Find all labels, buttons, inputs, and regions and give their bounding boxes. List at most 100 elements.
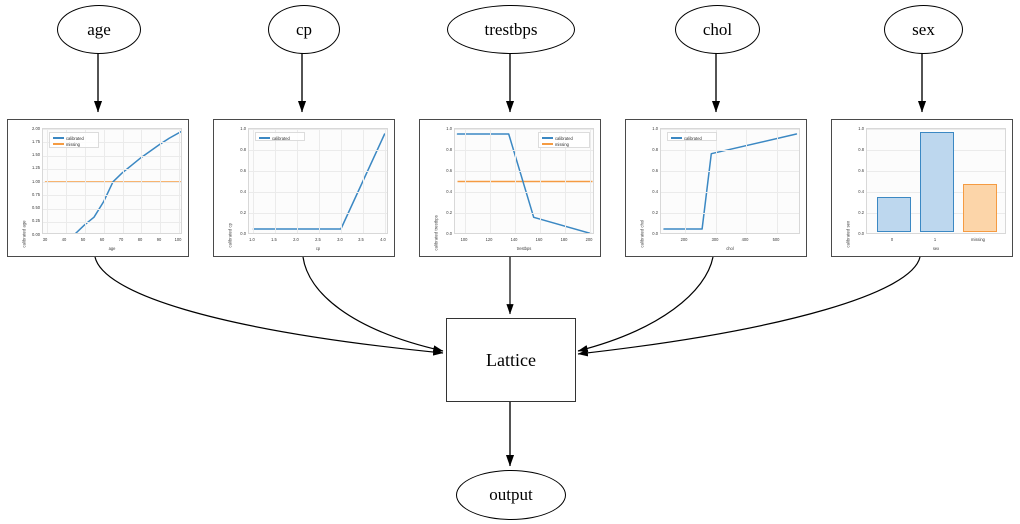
input-node-cp[interactable]: cp [268, 5, 340, 54]
chol-legend: calibrated [667, 132, 717, 141]
sex-x-axis-label: sex [932, 246, 940, 251]
trestbps-ytick-3: 0.6 [446, 167, 452, 173]
chol-xtick-1: 300 [711, 237, 719, 242]
bar-sex-0 [877, 196, 911, 232]
cp-ytick-4: 0.8 [240, 146, 246, 152]
age-ytick-8: 2.00 [32, 125, 40, 131]
age-ytick-7: 1.75 [32, 138, 40, 144]
chol-xtick-3: 500 [772, 237, 780, 242]
trestbps-xtick-0: 100 [460, 237, 468, 242]
trestbps-xtick-1: 120 [485, 237, 493, 242]
trestbps-ytick-4: 0.8 [446, 146, 452, 152]
model-node-lattice[interactable]: Lattice [446, 318, 576, 402]
calibration-chart-cp[interactable]: calibrated cp calibrated [213, 119, 395, 257]
age-plot-area: calibrated missing [42, 128, 182, 234]
age-xtick-2: 50 [80, 237, 86, 242]
sex-y-axis-label: calibrated sex [845, 220, 851, 248]
chol-series [663, 133, 798, 230]
cp-xtick-5: 3.5 [358, 237, 364, 242]
calibration-chart-age[interactable]: calibrated age [7, 119, 189, 257]
age-legend-swatch-calibrated [53, 137, 64, 139]
trestbps-xtick-4: 180 [560, 237, 568, 242]
calibration-chart-chol[interactable]: calibrated chol calibrated 1.0 [625, 119, 807, 257]
cp-ytick-2: 0.4 [240, 188, 246, 194]
cp-xtick-3: 2.5 [315, 237, 321, 242]
input-node-trestbps-label: trestbps [484, 19, 538, 39]
trestbps-xtick-5: 200 [585, 237, 593, 242]
trestbps-legend-label-calibrated: calibrated [555, 135, 573, 141]
input-node-trestbps[interactable]: trestbps [447, 5, 575, 54]
input-node-age[interactable]: age [57, 5, 141, 54]
age-legend-swatch-missing [53, 143, 64, 145]
cp-legend-swatch-calibrated [259, 137, 270, 139]
cp-ytick-5: 1.0 [240, 125, 246, 131]
calibration-chart-trestbps[interactable]: calibrated trestbps calibr [419, 119, 601, 257]
trestbps-xtick-3: 160 [535, 237, 543, 242]
sex-ytick-5: 1.0 [858, 125, 864, 131]
trestbps-series [456, 133, 593, 233]
chol-y-axis-label: calibrated chol [639, 219, 645, 248]
cp-ytick-1: 0.2 [240, 209, 246, 215]
cp-legend: calibrated [255, 132, 305, 141]
age-legend-label-missing: missing [66, 141, 80, 147]
chol-xtick-0: 200 [680, 237, 688, 242]
trestbps-ytick-1: 0.2 [446, 209, 452, 215]
cp-xtick-4: 3.0 [337, 237, 343, 242]
cp-x-axis-label: cp [315, 246, 321, 251]
trestbps-legend-swatch-calibrated [542, 137, 553, 139]
sex-ytick-3: 0.6 [858, 167, 864, 173]
age-legend: calibrated missing [49, 132, 99, 148]
age-ytick-1: 0.25 [32, 218, 40, 224]
output-node[interactable]: output [456, 470, 566, 520]
trestbps-x-axis-label: trestbps [516, 246, 532, 251]
age-xtick-5: 80 [137, 237, 143, 242]
age-ytick-5: 1.25 [32, 165, 40, 171]
chol-ytick-2: 0.4 [652, 188, 658, 194]
trestbps-legend-swatch-missing [542, 143, 553, 145]
sex-xtick-0: 0 [890, 237, 894, 242]
sex-ytick-4: 0.8 [858, 146, 864, 152]
sex-xtick-2: missing [971, 237, 985, 242]
chol-legend-label-calibrated: calibrated [684, 135, 702, 141]
input-node-sex[interactable]: sex [884, 5, 963, 54]
age-ytick-4: 1.00 [32, 178, 40, 184]
chol-ytick-3: 0.6 [652, 167, 658, 173]
age-legend-label-calibrated: calibrated [66, 135, 84, 141]
age-ytick-6: 1.50 [32, 152, 40, 158]
sex-xtick-1: 1 [933, 237, 937, 242]
age-ytick-2: 0.50 [32, 205, 40, 211]
age-x-axis-label: age [108, 246, 116, 251]
cp-ytick-0: 0.0 [240, 230, 246, 236]
bar-sex-1 [920, 132, 954, 232]
sex-ytick-0: 0.0 [858, 230, 864, 236]
calibration-chart-sex[interactable]: calibrated sex 1.0 0.8 0.6 0.4 0.2 0.0 0… [831, 119, 1013, 257]
age-xtick-0: 30 [42, 237, 48, 242]
input-node-sex-label: sex [912, 19, 935, 39]
chol-legend-swatch-calibrated [671, 137, 682, 139]
trestbps-ytick-2: 0.4 [446, 188, 452, 194]
sex-ytick-1: 0.2 [858, 209, 864, 215]
cp-legend-label-calibrated: calibrated [272, 135, 290, 141]
input-node-cp-label: cp [295, 19, 313, 39]
cp-plot-area: calibrated [248, 128, 388, 234]
age-xtick-1: 40 [61, 237, 67, 242]
trestbps-y-axis-label: calibrated trestbps [433, 215, 439, 251]
age-xtick-3: 60 [99, 237, 105, 242]
input-node-chol[interactable]: chol [675, 5, 760, 54]
model-node-lattice-label: Lattice [486, 349, 536, 370]
trestbps-legend: calibrated missing [538, 132, 590, 148]
chol-ytick-5: 1.0 [652, 125, 658, 131]
input-node-chol-label: chol [702, 19, 733, 39]
age-ytick-3: 0.75 [32, 191, 40, 197]
chol-plot-area: calibrated [660, 128, 800, 234]
trestbps-plot-area: calibrated missing [454, 128, 594, 234]
bar-sex-missing [963, 183, 997, 232]
age-xtick-7: 100 [174, 237, 182, 242]
input-node-age-label: age [87, 19, 111, 39]
chol-ytick-1: 0.2 [652, 209, 658, 215]
cp-y-axis-label: calibrated cp [227, 222, 233, 248]
cp-xtick-0: 1.0 [249, 237, 255, 242]
cp-xtick-2: 2.0 [293, 237, 299, 242]
cp-xtick-6: 4.0 [380, 237, 386, 242]
